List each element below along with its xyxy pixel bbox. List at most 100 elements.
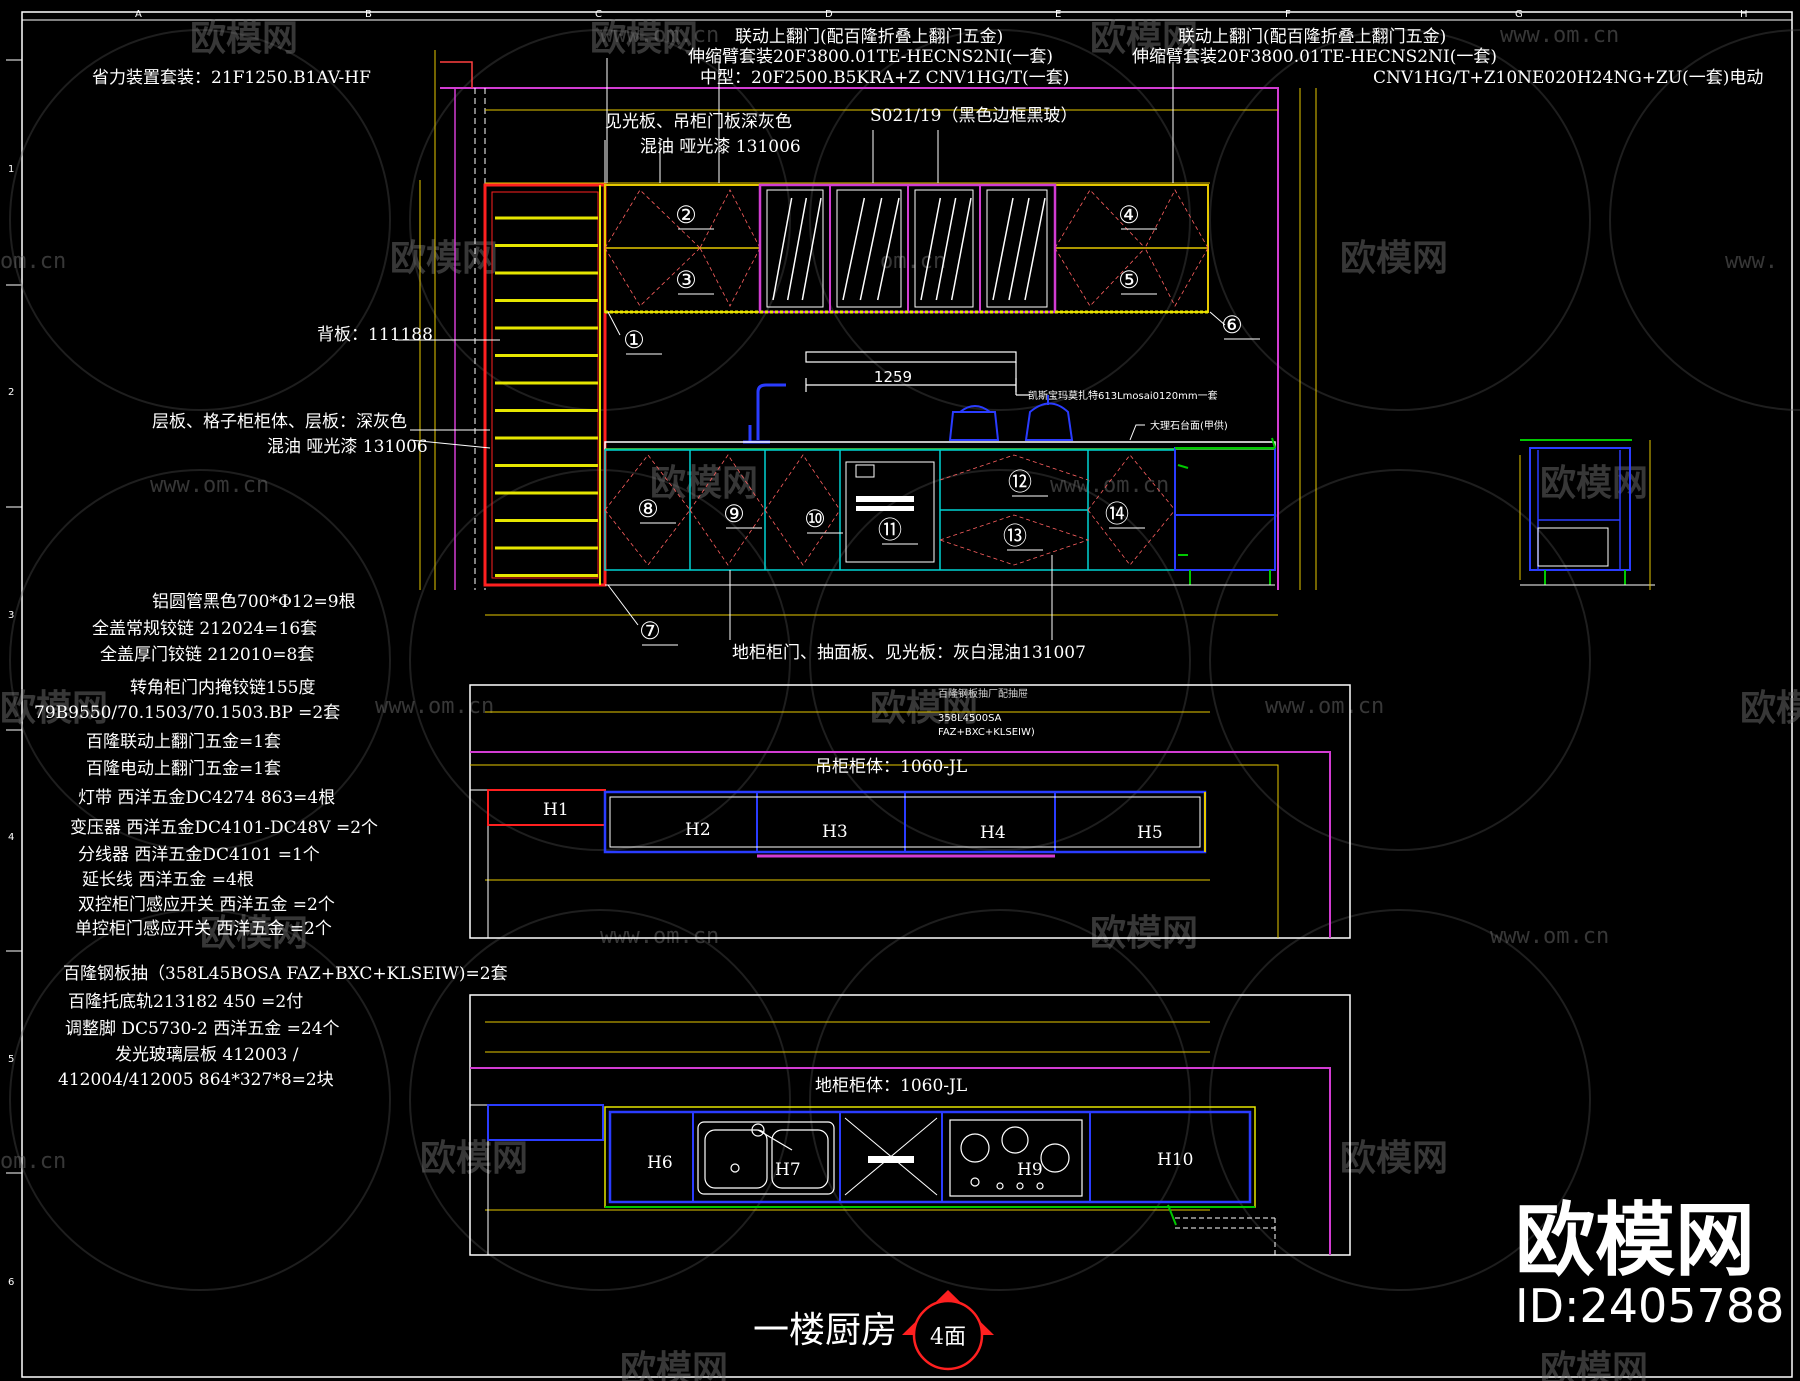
watermark-name: 欧模网 xyxy=(200,913,308,954)
grid-letter: B xyxy=(365,9,372,20)
hardware-item: 79B9550/70.1503/70.1503.BP =2套 xyxy=(34,703,340,723)
glass-hatch xyxy=(950,197,972,301)
hardware-item: 412004/412005 864*327*8=2块 xyxy=(58,1070,334,1090)
watermark-name: 欧模网 xyxy=(1540,463,1648,504)
grid-number: 1 xyxy=(8,164,14,175)
callout-11: ⑪ xyxy=(878,516,902,544)
glass-hatch xyxy=(935,197,957,301)
glass-hatch xyxy=(920,197,942,301)
cooktop-icon xyxy=(949,1119,1083,1197)
light-panel-label-1: 见光板、吊柜门板深灰色 xyxy=(605,112,792,132)
hardware-item: 延长线 西洋五金 =4根 xyxy=(82,870,254,890)
watermark-url: om.cn xyxy=(880,249,946,274)
glass-hatch xyxy=(1008,197,1030,301)
watermark-url: www.om.cn xyxy=(1490,924,1609,949)
view-marker: 4面 xyxy=(902,1290,994,1371)
header-note-right-2: 伸缩臂套装20F3800.01TE-HECNS2NI(一套) xyxy=(1132,47,1497,67)
back-panel-label: 背板：111188 xyxy=(317,325,433,345)
callout-3: ③ xyxy=(675,266,697,294)
glass-hatch xyxy=(801,197,822,301)
callout-14: ⑭ xyxy=(1105,500,1129,528)
wall-cabinet-body-label: 吊柜柜体：1060-JL xyxy=(815,757,967,777)
hardware-item: 单控柜门感应开关 西洋五金 =2个 xyxy=(75,919,332,939)
plan-label-H9: H9 xyxy=(1017,1160,1043,1180)
oven-icon xyxy=(845,461,935,563)
watermark-name: 欧模网 xyxy=(190,18,298,59)
grid-number: 5 xyxy=(8,1054,14,1065)
callout-6: ⑥ xyxy=(1221,311,1243,339)
grid-numbers: 1 2 3 4 5 6 xyxy=(8,164,14,1288)
watermark-name: 欧模网 xyxy=(1090,18,1198,59)
watermark-name: 欧模网 xyxy=(1740,688,1800,729)
light-panel-label-2: 混油 哑光漆 131006 xyxy=(640,137,801,157)
watermark-name: 欧模网 xyxy=(0,688,108,729)
watermark-url: www.om.cn xyxy=(1500,23,1619,48)
header-note-right-1: 联动上翻门(配百隆折叠上翻门五金) xyxy=(1178,27,1446,47)
plan-label-H5: H5 xyxy=(1137,823,1163,843)
glass-hatch xyxy=(992,197,1014,301)
hardware-item: 铝圆管黑色700*Φ12=9根 xyxy=(152,592,356,612)
hardware-item: 全盖厚门铰链 212010=8套 xyxy=(100,645,314,665)
tiny-note-1: 百隆钢板抽厂配抽屉 xyxy=(938,687,1028,700)
plan-label-H2: H2 xyxy=(685,820,711,840)
callout-7: ⑦ xyxy=(639,617,661,645)
hardware-item: 发光玻璃层板 412003 / xyxy=(115,1045,299,1065)
hardware-item: 百隆钢板抽（358L45BOSA FAZ+BXC+KLSEIW)=2套 xyxy=(63,964,508,984)
base-door-label: 地柜柜门、抽面板、见光板：灰白混油131007 xyxy=(732,643,1086,663)
callout-4: ④ xyxy=(1118,201,1140,229)
base-cabinet-body-label: 地柜柜体：1060-JL xyxy=(815,1076,967,1096)
callout-9: ⑨ xyxy=(723,500,745,528)
watermark-name: 欧模网 xyxy=(650,463,758,504)
hardware-item: 转角柜门内掩铰链155度 xyxy=(130,678,315,698)
open-shelf-column xyxy=(483,183,607,587)
sink-icon xyxy=(697,1121,835,1195)
watermark-url: om.cn xyxy=(0,1149,66,1174)
watermark-url: www.om.cn xyxy=(1265,694,1384,719)
watermark-name: 欧模网 xyxy=(620,1349,728,1381)
hardware-item: 调整脚 DC5730-2 西洋五金 =24个 xyxy=(65,1019,340,1039)
plan-label-H3: H3 xyxy=(822,822,848,842)
plan-label-H7: H7 xyxy=(775,1160,801,1180)
watermark-layer: 欧模网 欧模网 欧模网 欧模网 欧模网 欧模网 欧模网 欧模网 欧模网 欧模网 … xyxy=(0,18,1800,1381)
grid-letters: A B C D E F G H xyxy=(135,9,1748,20)
header-note-center-1: 联动上翻门(配百隆折叠上翻门五金) xyxy=(735,27,1003,47)
watermark-url: www.om.cn xyxy=(375,694,494,719)
range-hood-outline xyxy=(805,351,1030,396)
grid-number: 2 xyxy=(8,387,14,398)
callout-2: ② xyxy=(675,201,697,229)
callout-1: ① xyxy=(623,326,645,354)
wall-cabinets xyxy=(604,183,1209,314)
hardware-item: 百隆联动上翻门五金=1套 xyxy=(86,732,281,752)
shelf-label-2: 混油 哑光漆 131006 xyxy=(267,437,428,457)
hardware-item: 全盖常规铰链 212024=16套 xyxy=(92,619,317,639)
hardware-item: 双控柜门感应开关 西洋五金 =2个 xyxy=(78,895,335,915)
grid-number: 3 xyxy=(8,610,14,621)
grid-letter: A xyxy=(135,9,142,20)
glass-hatch xyxy=(772,197,793,301)
grid-letter: D xyxy=(825,9,833,20)
drawing-frame xyxy=(21,11,1793,1378)
watermark-name: 欧模网 xyxy=(1540,1349,1648,1381)
grid-letter: F xyxy=(1285,9,1291,20)
hardware-item: 灯带 西洋五金DC4274 863=4根 xyxy=(78,788,335,808)
callout-8: ⑧ xyxy=(637,495,659,523)
glass-hatch xyxy=(842,197,866,301)
watermark-url: www.om.cn xyxy=(600,23,719,48)
callout-5: ⑤ xyxy=(1118,266,1140,294)
watermark-name: 欧模网 xyxy=(1090,913,1198,954)
wall-cabinet-plan: 百隆钢板抽厂配抽屉 358L4500SA FAZ+BXC+KLSEIW) 吊柜柜… xyxy=(469,684,1351,939)
glass-hatch xyxy=(859,197,883,301)
brand-name: 欧模网 xyxy=(1515,1194,1755,1287)
header-note-left: 省力装置套装：21F1250.B1AV-HF xyxy=(92,68,371,88)
watermark-url: om.cn xyxy=(0,249,66,274)
callout-10: ⑩ xyxy=(804,505,826,533)
side-section-view xyxy=(1519,439,1655,590)
grid-letter: E xyxy=(1055,9,1061,20)
plan-label-H1: H1 xyxy=(543,800,569,820)
watermark-name: 欧模网 xyxy=(590,18,698,59)
